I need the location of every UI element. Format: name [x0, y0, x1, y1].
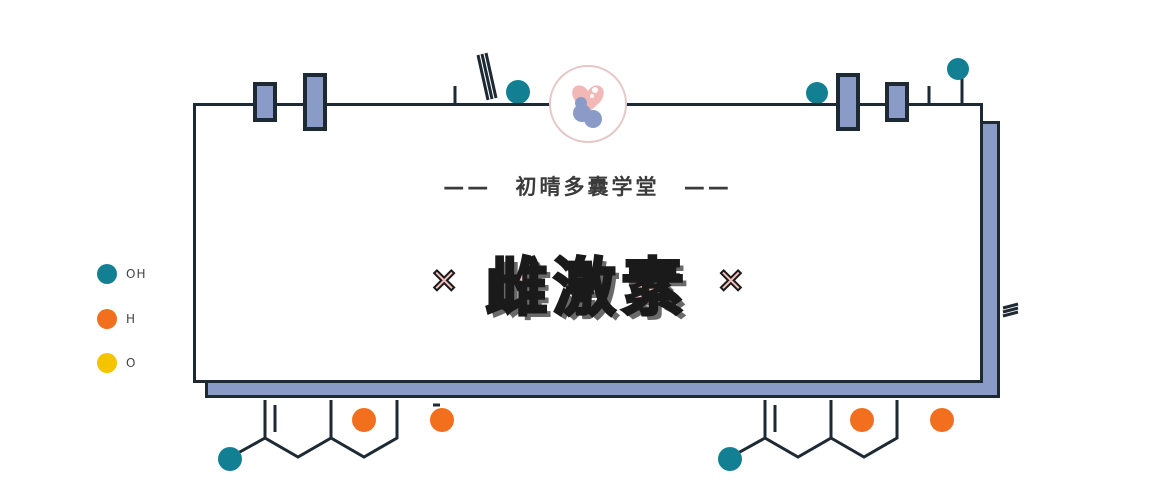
title-card	[193, 103, 983, 383]
atom-h-left-2	[430, 408, 454, 432]
atom-h-right-1	[850, 408, 874, 432]
subtitle-dash-left: ——	[443, 175, 492, 199]
legend-dot-oh	[97, 264, 117, 284]
atom-oh-bottom-right	[718, 447, 742, 471]
binder-clip-right-small	[885, 82, 909, 122]
legend-item-o: O	[97, 352, 136, 374]
legend-item-oh: OH	[97, 263, 146, 285]
atom-oh-bottom-left	[218, 447, 242, 471]
legend-dot-o	[97, 353, 117, 373]
legend-dot-h	[97, 309, 117, 329]
heart-brain-logo-icon	[572, 85, 604, 128]
molecule-bond-lines	[453, 52, 1019, 318]
legend-label-o: O	[126, 356, 137, 370]
cross-left-icon: ×	[429, 259, 459, 301]
atom-oh-top-left	[506, 80, 530, 104]
hexagon-ring-right	[728, 400, 899, 460]
legend-item-h: H	[97, 308, 136, 330]
subtitle-text: 初晴多囊学堂	[515, 175, 660, 199]
hexagon-ring-left	[228, 400, 440, 460]
page-title: 雌激素	[484, 250, 690, 326]
atom-oh-top-right	[806, 82, 828, 104]
binder-clip-right-large	[836, 73, 860, 131]
atom-h-right-2	[930, 408, 954, 432]
cross-right-icon: ×	[716, 259, 746, 301]
atom-oh-top-far-right	[947, 58, 969, 80]
legend-label-h: H	[126, 312, 137, 326]
legend-label-oh: OH	[126, 267, 147, 281]
title-row: × 雌激素 ×	[0, 237, 1175, 327]
binder-clip-left-small	[253, 82, 277, 122]
subtitle-dash-right: ——	[683, 175, 732, 199]
subtitle: —— 初晴多囊学堂 ——	[0, 171, 1175, 201]
atom-h-left-1	[352, 408, 376, 432]
binder-clip-left-large	[303, 73, 327, 131]
logo	[549, 65, 627, 143]
